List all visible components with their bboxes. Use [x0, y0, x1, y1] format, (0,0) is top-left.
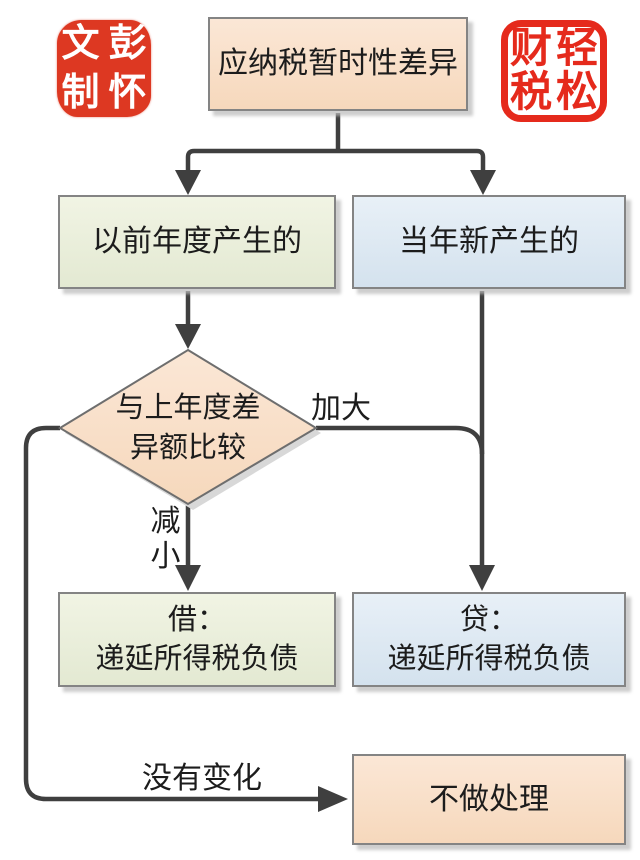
seal-char: 松 — [555, 70, 598, 116]
seal-char: 制 — [61, 71, 100, 114]
arrowhead-to-credit — [469, 565, 495, 591]
edge-increase — [316, 425, 485, 455]
seal-char: 税 — [509, 70, 552, 116]
edge-label-decrease: 减小 — [150, 505, 181, 573]
node-credit: 贷： 递延所得税负债 — [352, 592, 626, 687]
edge-label-increase: 加大 — [311, 392, 371, 425]
node-root-label: 应纳税暂时性差异 — [218, 47, 458, 81]
arrowhead-to-no-action — [318, 786, 348, 812]
node-no-action-label: 不做处理 — [429, 782, 549, 816]
arrowhead-to-prior-years — [175, 170, 201, 195]
node-credit-line2: 递延所得税负债 — [387, 642, 591, 675]
seal-char: 轻 — [555, 26, 598, 72]
seal-char: 彭 — [108, 23, 147, 66]
node-prior-years: 以前年度产生的 — [58, 195, 336, 289]
node-compare-line2: 异额比较 — [129, 432, 246, 465]
edge-root-split — [185, 113, 486, 172]
node-compare-label: 与上年度差 异额比较 — [78, 388, 298, 468]
node-debit-line2: 递延所得税负债 — [95, 642, 299, 675]
arrowhead-to-compare — [175, 324, 201, 349]
node-no-action: 不做处理 — [352, 754, 626, 845]
node-current-year: 当年新产生的 — [352, 195, 626, 289]
compare-diamond — [58, 348, 318, 506]
seal-char: 怀 — [108, 71, 147, 114]
seal-char: 文 — [61, 23, 100, 66]
node-prior-years-label: 以前年度产生的 — [92, 225, 302, 259]
node-debit-line1: 借： — [167, 604, 226, 637]
edge-label-no-change: 没有变化 — [142, 762, 262, 795]
right-red-seal: 财 轻 税 松 — [501, 20, 607, 122]
node-compare-line1: 与上年度差 — [115, 392, 261, 424]
node-current-year-label: 当年新产生的 — [399, 225, 579, 259]
arrowhead-to-debit — [175, 565, 201, 591]
edge-no-change — [23, 425, 320, 802]
node-root: 应纳税暂时性差异 — [208, 17, 468, 111]
node-debit: 借： 递延所得税负债 — [58, 592, 336, 687]
arrowhead-to-current-year — [470, 170, 496, 195]
node-credit-line1: 贷： — [459, 604, 518, 637]
seal-char: 财 — [509, 26, 552, 72]
left-red-seal: 文 彭 制 怀 — [57, 20, 151, 117]
